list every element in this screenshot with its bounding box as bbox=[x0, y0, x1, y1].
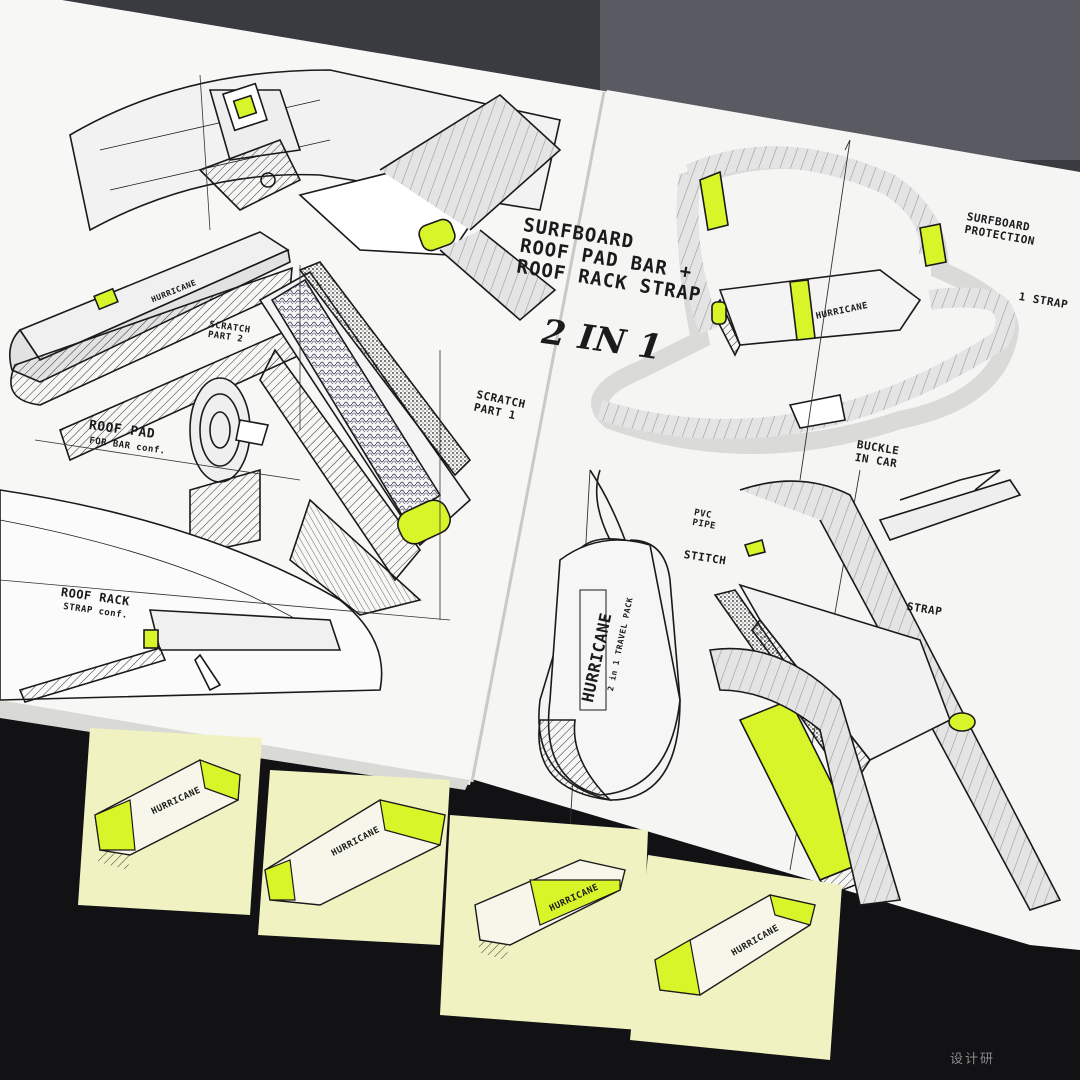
sketch-top-strap bbox=[69, 69, 562, 322]
sketch-travel-bag bbox=[538, 469, 681, 802]
page-spine bbox=[470, 91, 606, 783]
sketch-strap-loop bbox=[591, 146, 1020, 454]
sketch-surfboard-rack bbox=[0, 489, 383, 703]
left-construction-lines bbox=[0, 74, 451, 621]
sketch-roof-pad bbox=[9, 231, 301, 462]
watermark: 设计研 bbox=[950, 1052, 996, 1067]
sticky-note-1 bbox=[78, 728, 262, 915]
sticky-note-2 bbox=[258, 770, 450, 945]
sticky-note-3 bbox=[440, 815, 648, 1030]
label-pvc-pipe: PVC PIPE bbox=[691, 508, 717, 532]
sketch-tape-roll bbox=[189, 377, 270, 556]
sticky-note-4 bbox=[630, 855, 842, 1060]
